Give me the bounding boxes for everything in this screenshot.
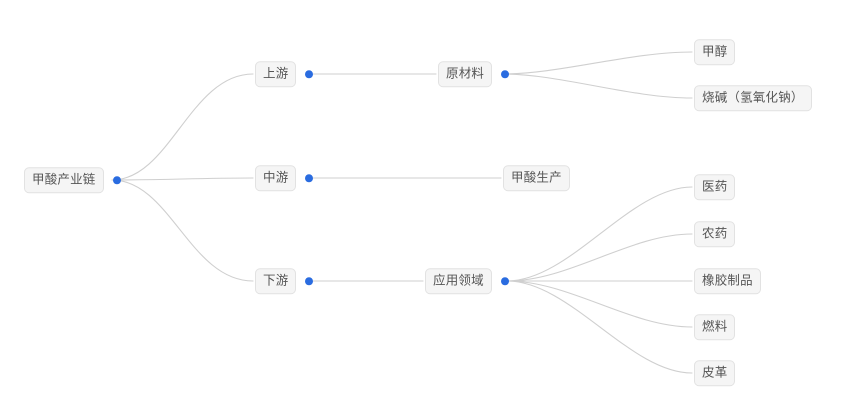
node-leather-label: 皮革: [694, 360, 736, 386]
node-methanol-label: 甲醇: [694, 39, 736, 65]
node-fuel-label: 燃料: [694, 314, 736, 340]
node-raw-materials[interactable]: 原材料: [438, 61, 510, 87]
edge-raw-materials-caustic-soda: [502, 73, 693, 99]
node-downstream[interactable]: 下游: [255, 268, 314, 294]
node-pesticide-label: 农药: [694, 221, 736, 247]
node-rubber-products-label: 橡胶制品: [694, 268, 761, 294]
node-midstream-label: 中游: [255, 165, 297, 191]
edge-root-midstream: [111, 177, 254, 181]
node-methanol[interactable]: 甲醇: [694, 39, 736, 65]
edge-raw-materials-methanol: [502, 51, 693, 75]
node-downstream-dot[interactable]: [305, 277, 314, 285]
node-upstream-label: 上游: [255, 61, 297, 87]
node-application-fields-dot[interactable]: [500, 277, 509, 285]
node-caustic-soda-label: 烧碱（氢氧化钠）: [694, 85, 812, 111]
node-root[interactable]: 甲酸产业链: [24, 167, 121, 193]
node-upstream[interactable]: 上游: [255, 61, 314, 87]
node-application-fields[interactable]: 应用领域: [425, 268, 509, 294]
node-leather[interactable]: 皮革: [694, 360, 736, 386]
node-root-label: 甲酸产业链: [24, 167, 104, 193]
node-medicine[interactable]: 医药: [694, 174, 736, 200]
node-midstream-dot[interactable]: [305, 174, 314, 182]
edge-root-downstream: [111, 179, 254, 282]
node-application-fields-label: 应用领域: [425, 268, 492, 294]
node-root-dot[interactable]: [112, 176, 121, 184]
node-formic-acid-production[interactable]: 甲酸生产: [503, 165, 570, 191]
node-upstream-dot[interactable]: [305, 70, 314, 78]
node-fuel[interactable]: 燃料: [694, 314, 736, 340]
edge-application-fields-pesticide: [506, 233, 693, 282]
node-downstream-label: 下游: [255, 268, 297, 294]
node-raw-materials-dot[interactable]: [501, 70, 510, 78]
edge-application-fields-fuel: [506, 280, 693, 328]
node-raw-materials-label: 原材料: [438, 61, 493, 87]
edge-application-fields-leather: [506, 280, 693, 374]
node-formic-acid-production-label: 甲酸生产: [503, 165, 570, 191]
node-caustic-soda[interactable]: 烧碱（氢氧化钠）: [694, 85, 812, 111]
node-medicine-label: 医药: [694, 174, 736, 200]
edge-root-upstream: [111, 73, 254, 181]
node-rubber-products[interactable]: 橡胶制品: [694, 268, 761, 294]
node-pesticide[interactable]: 农药: [694, 221, 736, 247]
node-midstream[interactable]: 中游: [255, 165, 314, 191]
edge-application-fields-medicine: [506, 186, 693, 282]
